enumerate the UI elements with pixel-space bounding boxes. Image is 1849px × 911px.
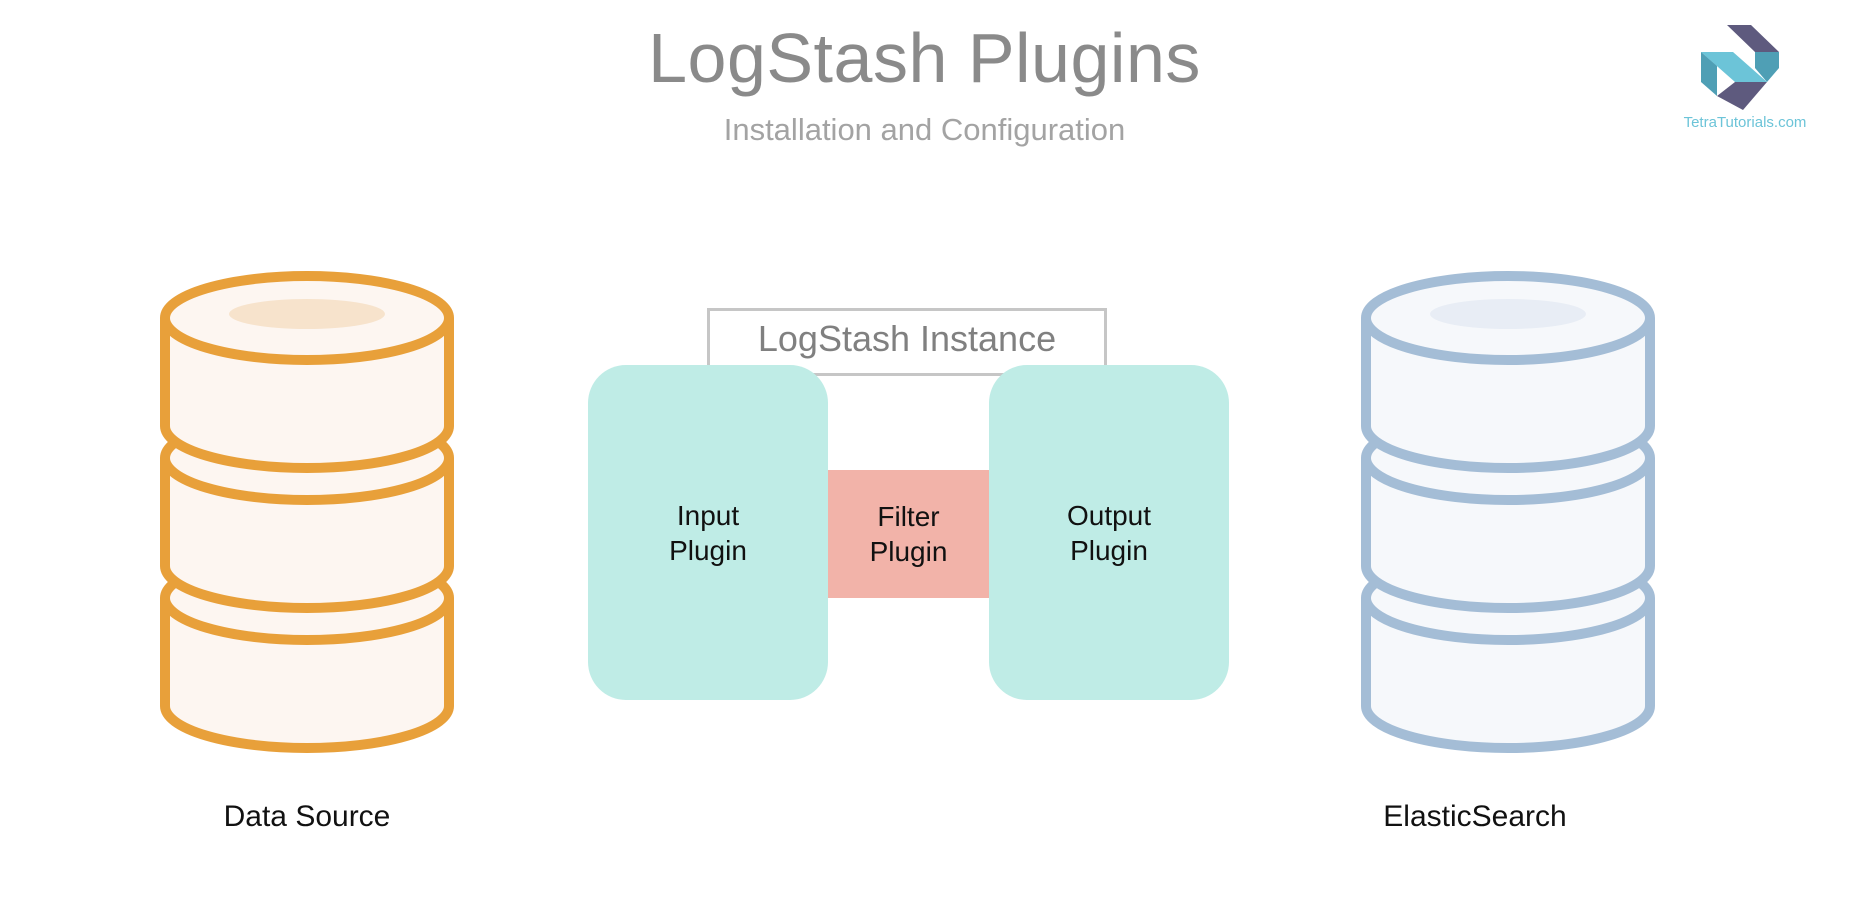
brand-logo: TetraTutorials.com <box>1655 20 1835 135</box>
logo-text: TetraTutorials.com <box>1683 114 1807 131</box>
output-plugin-label: Output Plugin <box>1066 499 1152 566</box>
logstash-instance-label: LogStash Instance <box>757 318 1057 359</box>
input-plugin-box: Input Plugin <box>588 365 828 700</box>
input-plugin-label: Input Plugin <box>669 499 747 566</box>
filter-plugin-box: Filter Plugin <box>828 470 989 598</box>
filter-plugin-label: Filter Plugin <box>869 501 948 567</box>
data-source-database-icon <box>160 271 454 753</box>
page-title: LogStash Plugins <box>648 19 1201 97</box>
elasticsearch-label: ElasticSearch <box>1383 800 1567 833</box>
page-subtitle: Installation and Configuration <box>723 112 1126 147</box>
data-source-label: Data Source <box>223 800 391 833</box>
logo-mark-icon <box>1701 25 1779 110</box>
elasticsearch-database-icon <box>1361 271 1655 753</box>
logstash-instance-frame <box>707 308 1107 376</box>
output-plugin-box: Output Plugin <box>989 365 1229 700</box>
